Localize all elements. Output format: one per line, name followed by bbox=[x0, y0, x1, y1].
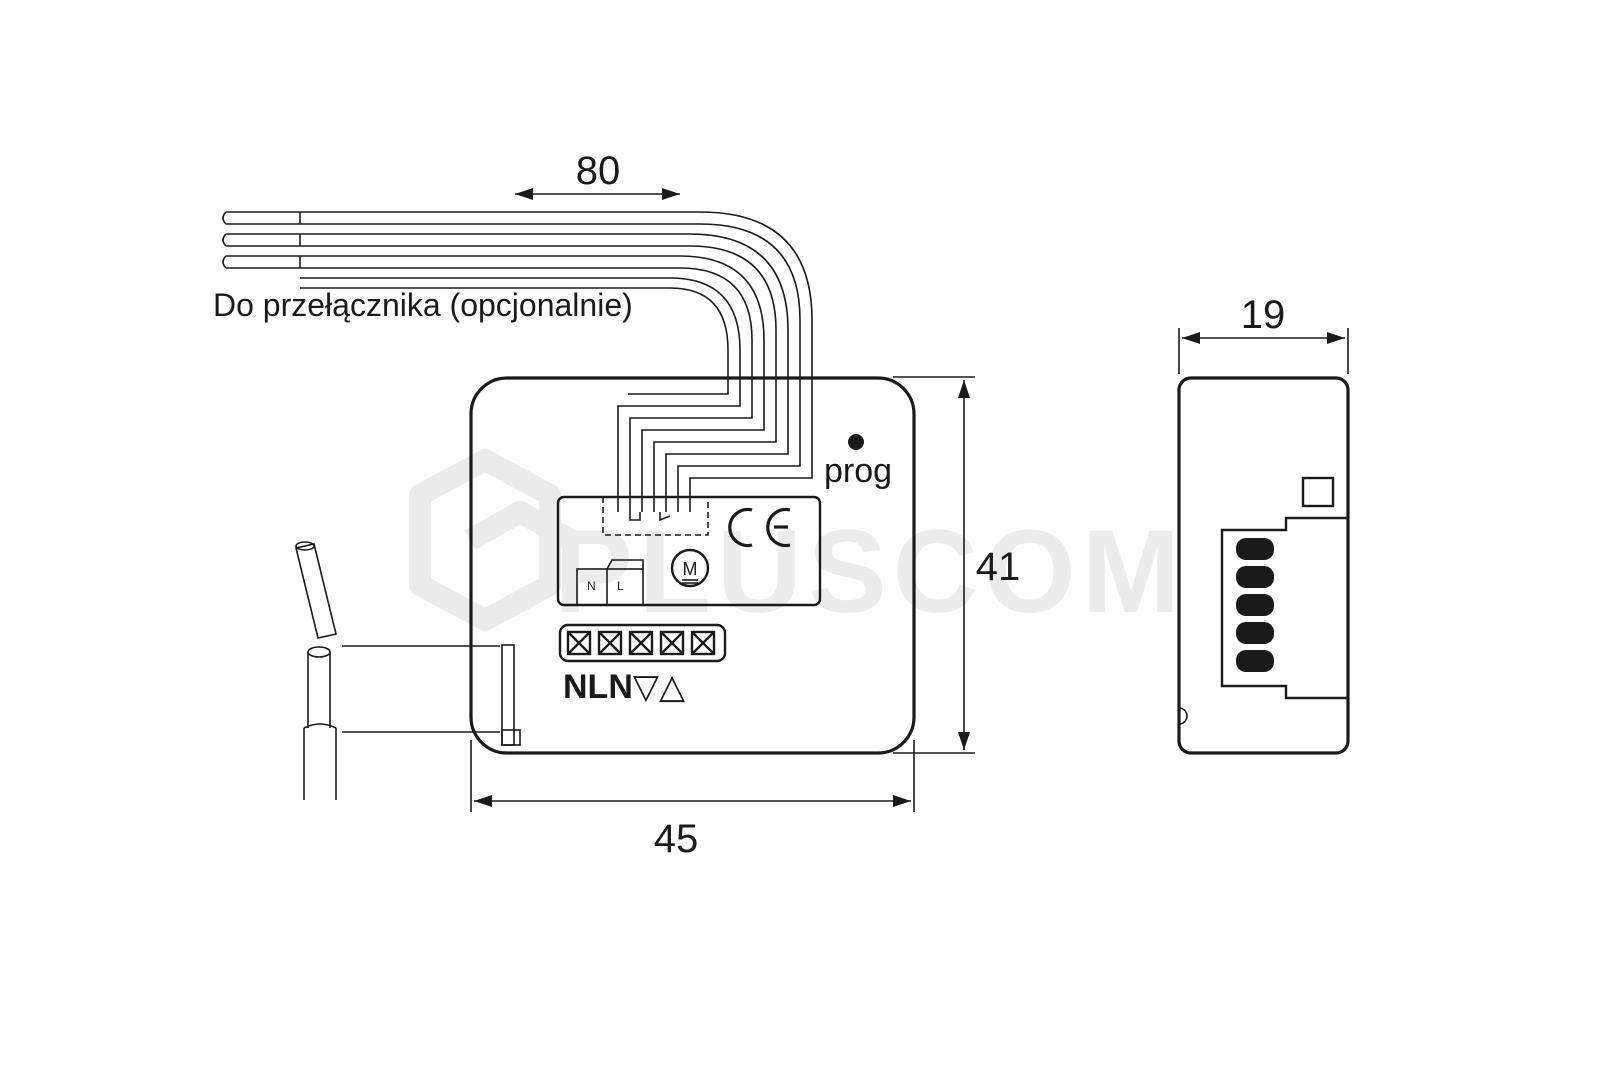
terminal-block bbox=[558, 623, 727, 663]
dimension-41-label: 41 bbox=[976, 545, 1021, 589]
dimension-width: 45 bbox=[470, 740, 915, 861]
watermark-logo-icon bbox=[409, 449, 576, 631]
device-side-view bbox=[1177, 376, 1350, 755]
dimension-80-label: 80 bbox=[576, 149, 621, 193]
svg-text:M: M bbox=[683, 559, 698, 579]
terminal-markings: NLN▽△ bbox=[563, 668, 686, 706]
device-front-view: prog N L M bbox=[469, 376, 916, 755]
dimension-depth: 19 bbox=[1178, 293, 1349, 374]
antenna-cable bbox=[295, 541, 500, 800]
relay-l-label: L bbox=[617, 579, 624, 593]
prog-label: prog bbox=[824, 452, 892, 490]
watermark-text: PLUSCOM bbox=[554, 506, 1186, 638]
dimension-45-label: 45 bbox=[654, 817, 699, 861]
ce-mark-icon bbox=[728, 507, 791, 548]
motor-symbol-icon: M bbox=[670, 548, 710, 588]
dimension-height: 41 bbox=[893, 376, 1021, 754]
dimension-cable-length: 80 bbox=[515, 149, 680, 200]
watermark: PLUSCOM bbox=[409, 449, 1186, 638]
internal-wires bbox=[617, 380, 813, 512]
dimension-19-label: 19 bbox=[1241, 293, 1286, 337]
side-terminals bbox=[1236, 538, 1274, 672]
prog-button-icon bbox=[848, 434, 864, 450]
relay-n-label: N bbox=[587, 579, 596, 593]
switch-wires bbox=[222, 211, 813, 380]
wire-note: Do przełącznika (opcjonalnie) bbox=[213, 287, 633, 323]
